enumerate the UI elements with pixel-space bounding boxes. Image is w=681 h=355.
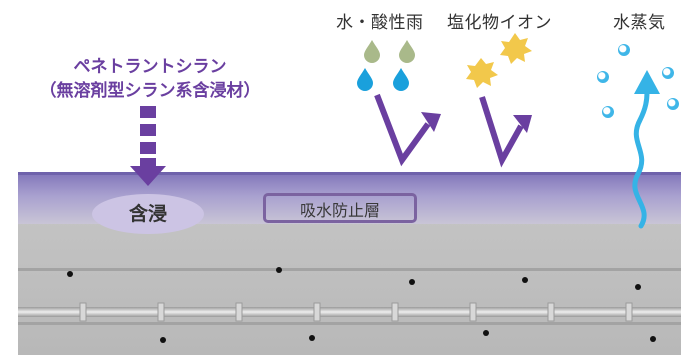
aggregate-dots: [67, 267, 656, 343]
water-repellent-layer-label: 吸水防止層: [263, 193, 417, 223]
rebound-arrow-water-head: [421, 112, 441, 132]
water-vapor-label: 水蒸気: [613, 13, 666, 33]
rebound-arrow-chloride-head: [513, 115, 532, 133]
infiltration-ellipse: [92, 194, 204, 234]
rebar: [18, 302, 681, 322]
concrete-slab-divider: [18, 268, 681, 271]
penetration-arrow: [130, 106, 166, 186]
water-acid-rain-drops: [357, 40, 415, 91]
water-vapor-bubbles: [597, 44, 679, 118]
water-vapor-arrow: [632, 70, 660, 229]
water-acid-rain-label: 水・酸性雨: [336, 13, 424, 33]
treated-surface-top-edge: [18, 172, 681, 175]
rebound-arrow-water: [374, 93, 431, 167]
chloride-ion-label: 塩化物イオン: [447, 13, 552, 33]
rebound-arrow-chloride: [479, 96, 524, 168]
concrete-slab-divider: [18, 322, 681, 325]
infiltration-label: 含浸: [128, 203, 167, 225]
product-name: ペネトラントシラン: [73, 57, 227, 77]
chloride-ion-stars: [466, 33, 532, 88]
product-subtitle: （無溶剤型シラン系含浸材）: [39, 81, 261, 101]
